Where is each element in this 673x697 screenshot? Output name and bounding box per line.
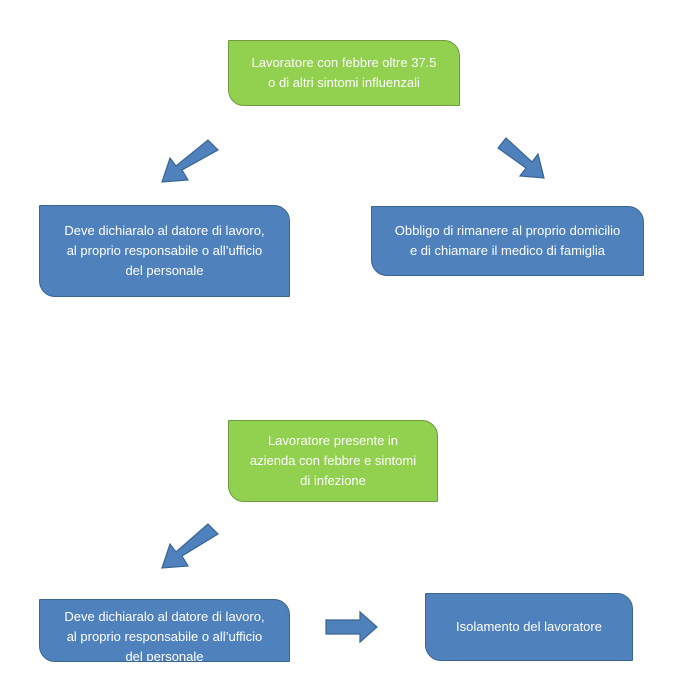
arrow-right-icon [325, 610, 378, 644]
isolation-box: Isolamento del lavoratore [425, 593, 633, 661]
start-box-flow1: Lavoratore con febbre oltre 37.5 o di al… [228, 40, 460, 106]
arrow-down-left-icon [161, 523, 219, 569]
arrow-down-left-icon [161, 139, 219, 183]
declare-box-flow2-text: Deve dichiaralo al datore di lavoro, al … [64, 609, 265, 662]
declare-box-flow2: Deve dichiaralo al datore di lavoro, al … [39, 599, 290, 662]
declare-box-flow1: Deve dichiaralo al datore di lavoro, al … [39, 205, 290, 297]
declare-box-flow1-text: Deve dichiaralo al datore di lavoro, al … [64, 223, 265, 278]
stay-home-box-text: Obbligo di rimanere al proprio domicilio… [394, 223, 621, 258]
stay-home-box: Obbligo di rimanere al proprio domicilio… [371, 206, 644, 276]
isolation-box-text: Isolamento del lavoratore [456, 619, 602, 634]
start-box-flow2: Lavoratore presente in azienda con febbr… [228, 420, 438, 502]
start-box-flow1-text: Lavoratore con febbre oltre 37.5 o di al… [251, 55, 437, 90]
start-box-flow2-text: Lavoratore presente in azienda con febbr… [249, 433, 417, 488]
arrow-down-right-icon [497, 137, 545, 179]
